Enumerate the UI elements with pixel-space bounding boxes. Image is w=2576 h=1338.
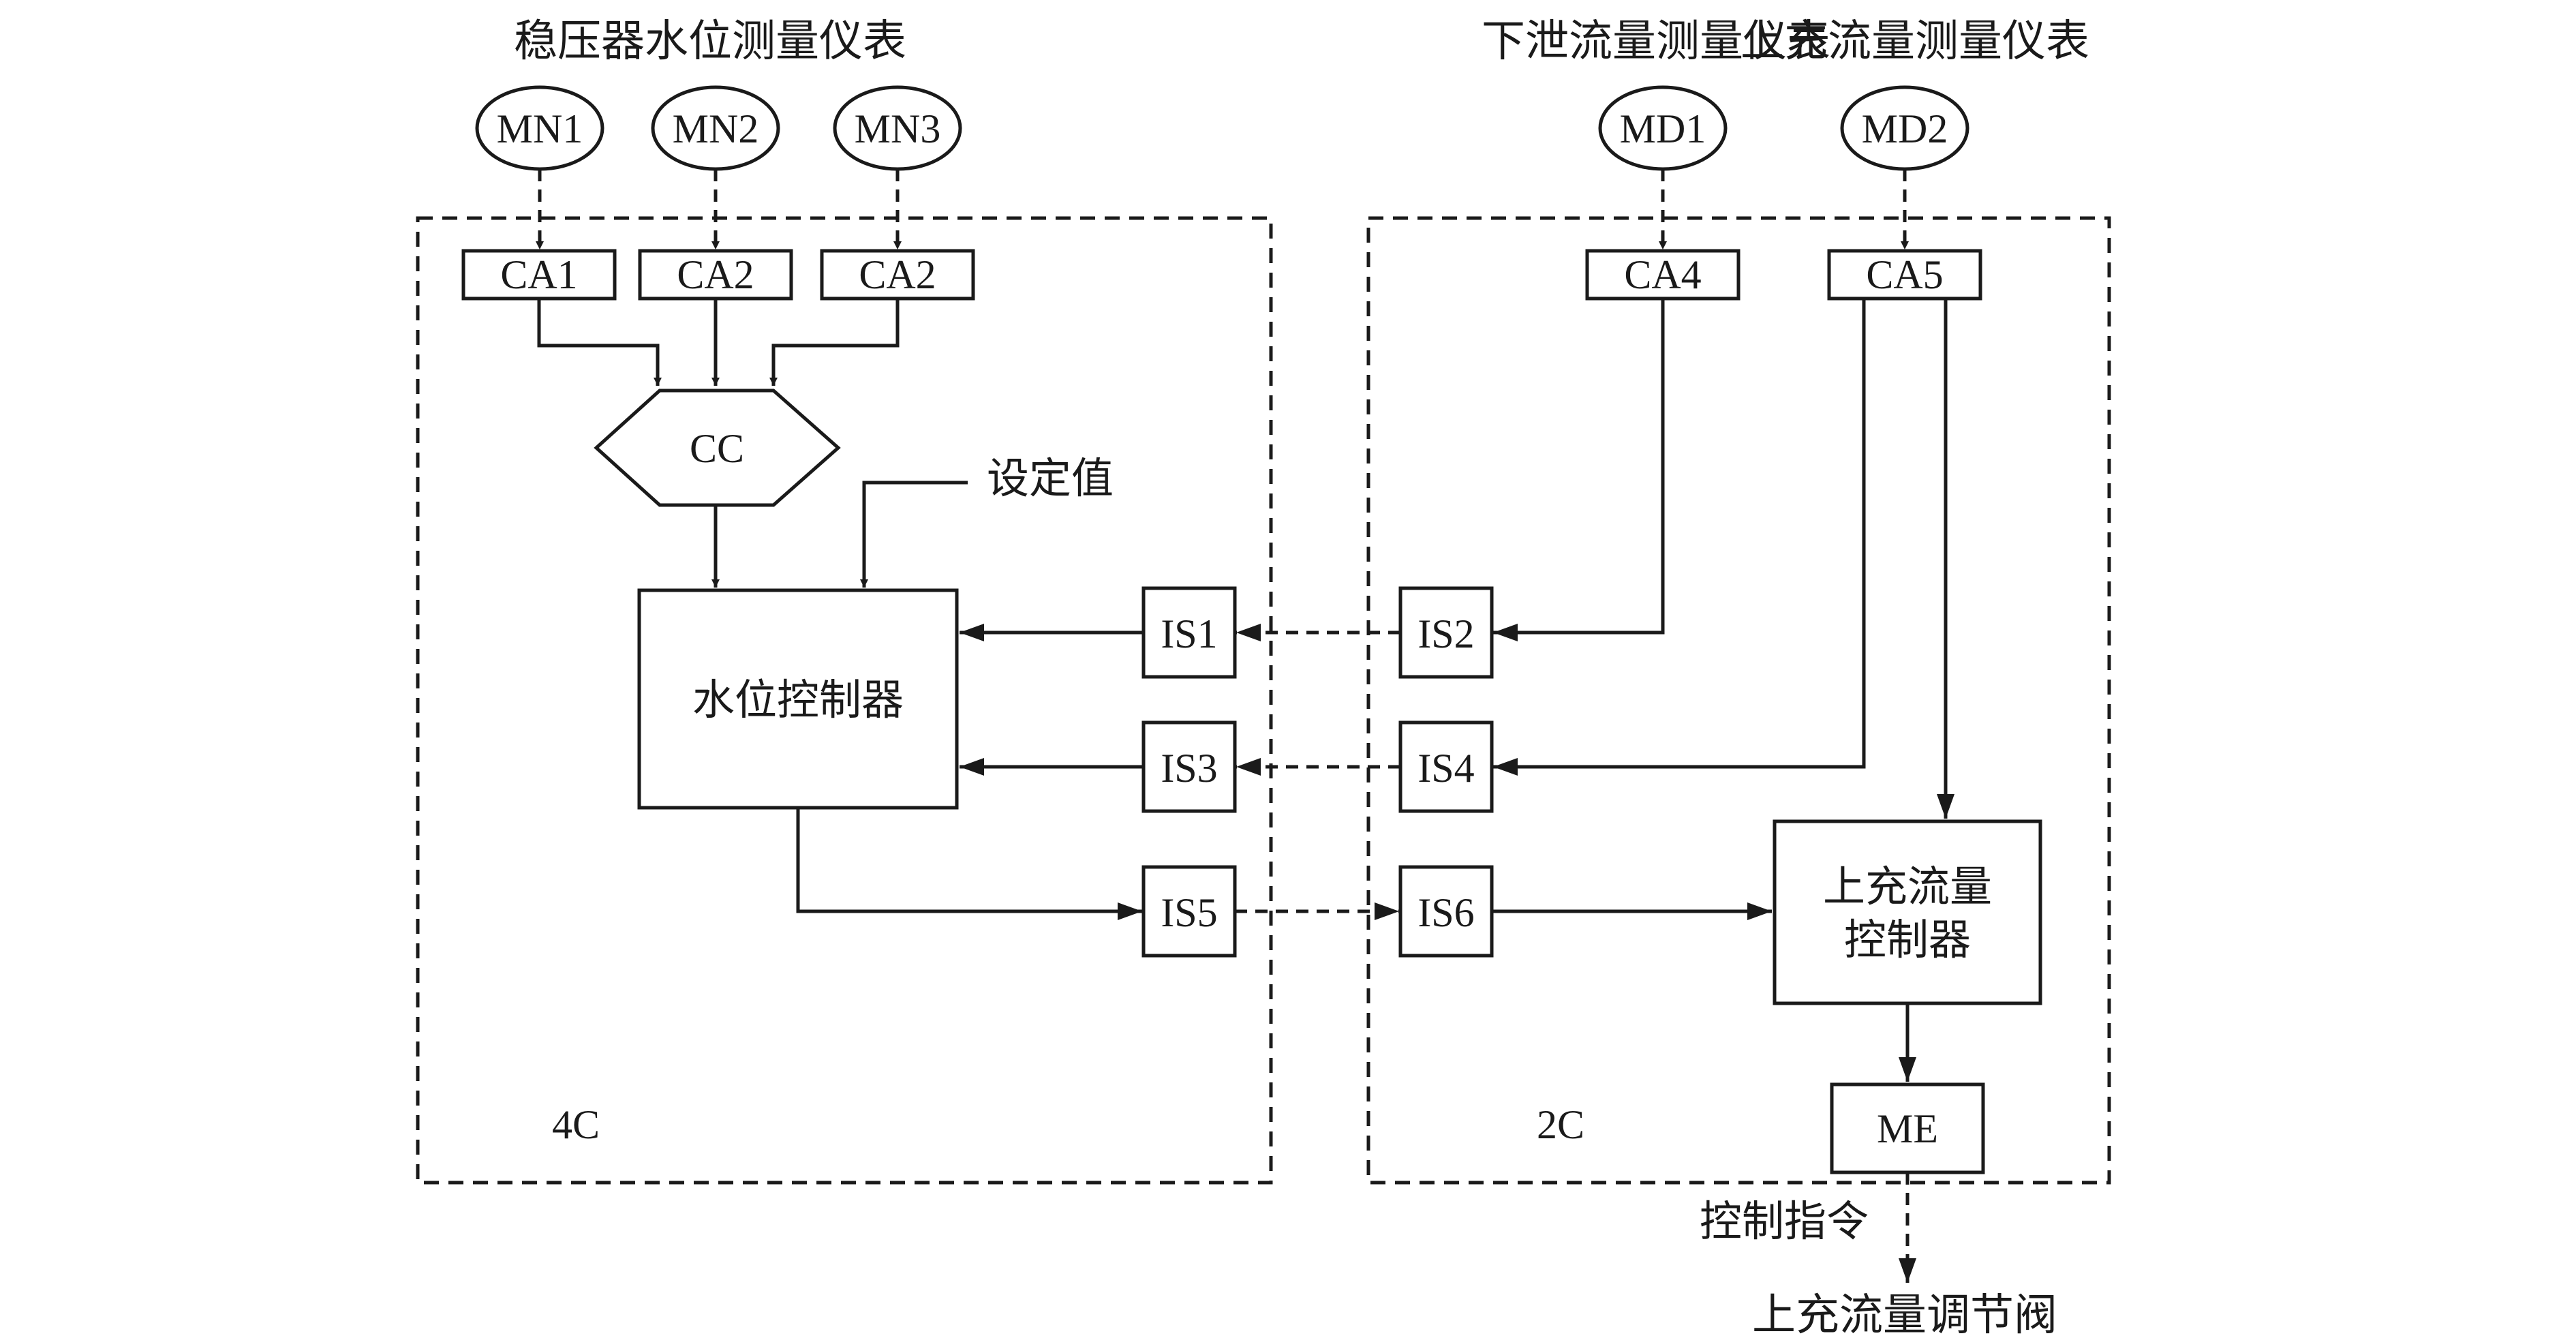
acquisition-box-ca2-left: CA2 bbox=[638, 249, 793, 301]
link-setpoint-to-level-controller bbox=[860, 481, 968, 588]
control-command-label: 控制指令 bbox=[1700, 1196, 1869, 1246]
sensor-md2: MD2 bbox=[1840, 85, 1969, 171]
coordination-block-cc: CC bbox=[594, 389, 841, 507]
isolation-box-is6-label: IS6 bbox=[1417, 890, 1474, 935]
link-ca3-to-cc bbox=[769, 299, 900, 386]
isolation-box-is4-label: IS4 bbox=[1417, 746, 1474, 791]
sensor-mn2-label: MN2 bbox=[673, 106, 759, 151]
output-module-me: ME bbox=[1830, 1082, 1985, 1174]
isolation-box-is1: IS1 bbox=[1141, 586, 1237, 679]
acquisition-box-ca2-left-label: CA2 bbox=[677, 252, 754, 297]
region-2c-label: 2C bbox=[1537, 1102, 1584, 1147]
charging-flow-controller: 上充流量 控制器 bbox=[1773, 819, 2042, 1005]
sensor-md1: MD1 bbox=[1598, 85, 1728, 171]
isolation-box-is4: IS4 bbox=[1398, 720, 1494, 813]
isolation-box-is6: IS6 bbox=[1398, 865, 1494, 958]
link-level-controller-to-is5 bbox=[796, 808, 1142, 920]
acquisition-box-ca1-label: CA1 bbox=[500, 252, 577, 297]
charging-valve-label: 上充流量调节阀 bbox=[1752, 1290, 2057, 1338]
acquisition-box-ca2-right-label: CA2 bbox=[859, 252, 936, 297]
acquisition-box-ca1: CA1 bbox=[461, 249, 617, 301]
region-4c-label: 4C bbox=[552, 1102, 600, 1147]
charging-flow-controller-line1: 上充流量 bbox=[1823, 862, 1992, 911]
acquisition-box-ca5: CA5 bbox=[1827, 249, 1982, 301]
heading-letdown-instruments: 下泄流量测量仪表 bbox=[1482, 16, 1830, 67]
heading-pressurizer-instruments: 稳压器水位测量仪表 bbox=[514, 16, 906, 67]
output-module-me-label: ME bbox=[1877, 1106, 1938, 1151]
isolation-box-is3: IS3 bbox=[1141, 720, 1237, 813]
acquisition-box-ca2-right: CA2 bbox=[820, 249, 975, 301]
heading-charging-instruments: 上充流量测量仪表 bbox=[1741, 16, 2089, 67]
acquisition-box-ca4: CA4 bbox=[1585, 249, 1741, 301]
coordination-block-cc-label: CC bbox=[690, 426, 744, 471]
sensor-md2-label: MD2 bbox=[1862, 106, 1948, 151]
level-controller-label: 水位控制器 bbox=[692, 675, 904, 725]
isolation-box-is5-label: IS5 bbox=[1161, 890, 1217, 935]
isolation-box-is2: IS2 bbox=[1398, 586, 1494, 679]
isolation-box-is3-label: IS3 bbox=[1161, 746, 1217, 791]
sensor-mn1: MN1 bbox=[475, 85, 604, 171]
sensor-mn3-label: MN3 bbox=[855, 106, 941, 151]
sensor-mn2: MN2 bbox=[651, 85, 780, 171]
sensor-mn3: MN3 bbox=[833, 85, 962, 171]
setpoint-label: 设定值 bbox=[987, 453, 1114, 503]
isolation-box-is5: IS5 bbox=[1141, 865, 1237, 958]
region-2c-boundary bbox=[1366, 216, 2111, 1185]
acquisition-box-ca4-label: CA4 bbox=[1624, 252, 1701, 297]
link-ca4-to-is2 bbox=[1493, 299, 1665, 641]
link-ca5-to-is4 bbox=[1493, 299, 1866, 776]
region-4c-boundary bbox=[416, 216, 1273, 1185]
acquisition-box-ca5-label: CA5 bbox=[1866, 252, 1943, 297]
sensor-md1-label: MD1 bbox=[1620, 106, 1706, 151]
sensor-mn1-label: MN1 bbox=[497, 106, 583, 151]
charging-flow-controller-line2: 控制器 bbox=[1844, 915, 1971, 964]
level-controller: 水位控制器 bbox=[637, 588, 959, 810]
isolation-box-is1-label: IS1 bbox=[1161, 611, 1217, 656]
isolation-box-is2-label: IS2 bbox=[1417, 611, 1474, 656]
link-ca1-to-cc bbox=[537, 299, 662, 386]
